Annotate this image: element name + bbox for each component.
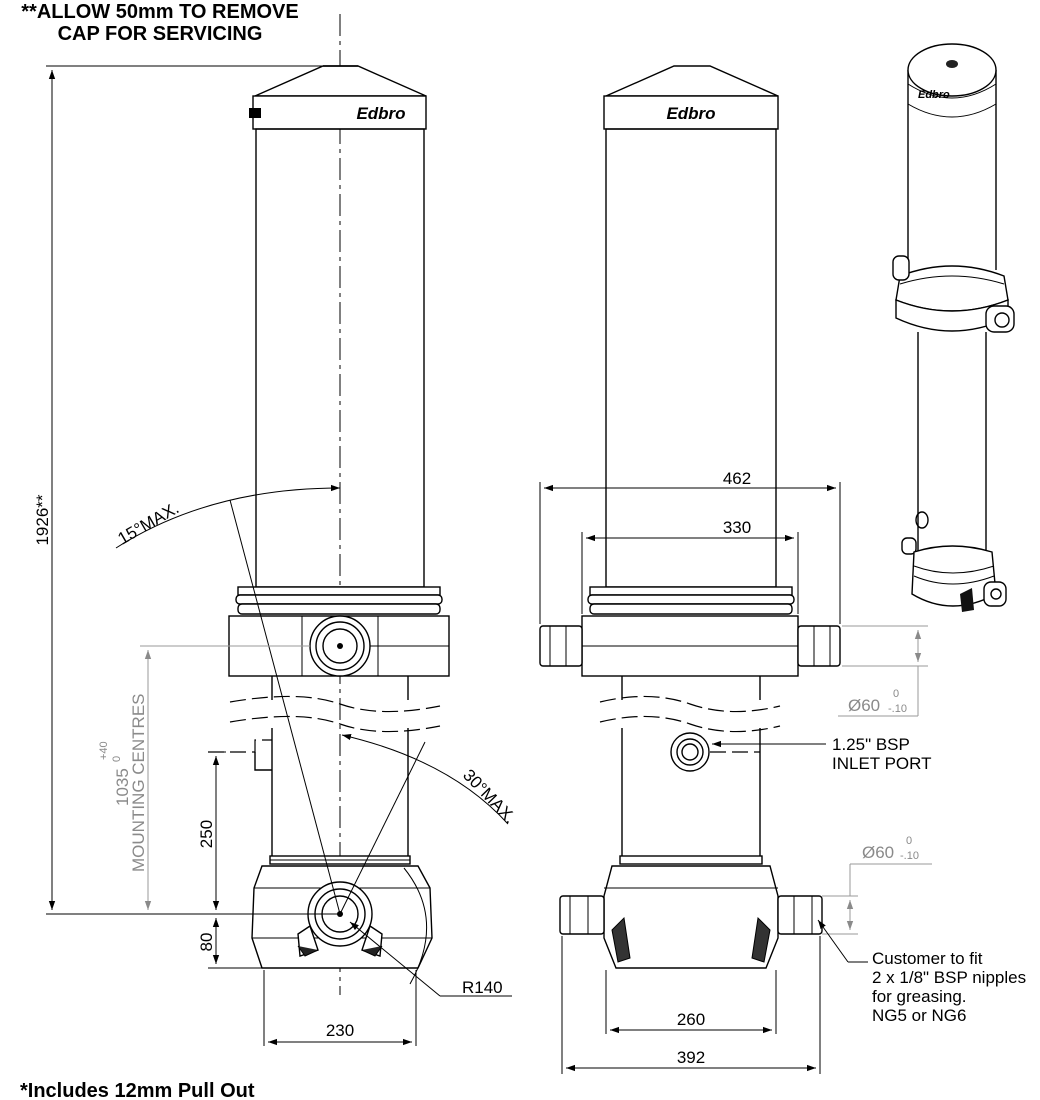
grease-note-line3: for greasing. [872, 987, 967, 1006]
overall-length-label: 1926** [33, 494, 52, 545]
mounting-centres-tol-lower: 0 [111, 756, 123, 762]
upper-diameter-tol-upper: 0 [893, 688, 899, 700]
grease-note-line2: 2 x 1/8" BSP nipples [872, 968, 1026, 987]
front-cap-band [603, 95, 779, 130]
mounting-centres-label: MOUNTING CENTRES [129, 694, 148, 873]
left-cap-screw [249, 108, 261, 118]
upper-diameter-value: Ø60 [848, 696, 880, 715]
front-cap-top [605, 65, 779, 97]
tilt-30-label: 30°MAX. [459, 766, 519, 828]
dim-260-label: 260 [677, 1010, 705, 1029]
front-base [603, 865, 779, 969]
isometric-view: Edbro [892, 43, 1015, 612]
front-base-pin-left [559, 895, 605, 935]
upper-diameter-tol-lower: -.10 [888, 703, 907, 715]
front-base-pin-right [777, 895, 823, 935]
grease-note-line1: Customer to fit [872, 949, 983, 968]
mounting-centres-tol-upper: +40 [98, 741, 110, 760]
servicing-note-line2: CAP FOR SERVICING [58, 23, 263, 45]
dim-250-label: 250 [197, 820, 216, 848]
tilt-15-label: 15°MAX. [115, 498, 183, 548]
iso-trunnion-pin [985, 305, 1015, 333]
servicing-note-line1: **ALLOW 50mm TO REMOVE [21, 1, 298, 23]
dim-80-label: 80 [197, 933, 216, 952]
lower-diameter-tol-lower: -.10 [900, 850, 919, 862]
grease-note-line4: NG5 or NG6 [872, 1006, 966, 1025]
mounting-centres-value: 1035 [113, 768, 132, 806]
radius-label: R140 [462, 978, 503, 997]
pull-out-note: *Includes 12mm Pull Out [20, 1080, 255, 1100]
left-brand-logo: Edbro [356, 104, 405, 123]
front-view: Edbro 1.25" BSP INLET PORT [539, 65, 1026, 1074]
iso-brand-logo: Edbro [918, 89, 950, 101]
lower-diameter-tol-upper: 0 [906, 835, 912, 847]
dim-462-label: 462 [723, 469, 751, 488]
front-brand-logo: Edbro [666, 104, 715, 123]
dim-330-label: 330 [723, 518, 751, 537]
lower-diameter-value: Ø60 [862, 843, 894, 862]
tilt-15-line [229, 499, 341, 915]
inlet-label-line2: INLET PORT [832, 754, 932, 773]
dim-230-label: 230 [326, 1021, 354, 1040]
dim-392-label: 392 [677, 1048, 705, 1067]
iso-cap [907, 43, 997, 97]
tilt-30-line [339, 741, 426, 915]
left-cap-top [254, 65, 427, 97]
left-view: Edbro [33, 14, 520, 1046]
front-trunnion-pin-left [539, 625, 583, 667]
front-trunnion-pin-right [797, 625, 841, 667]
inlet-label-line1: 1.25" BSP [832, 735, 910, 754]
